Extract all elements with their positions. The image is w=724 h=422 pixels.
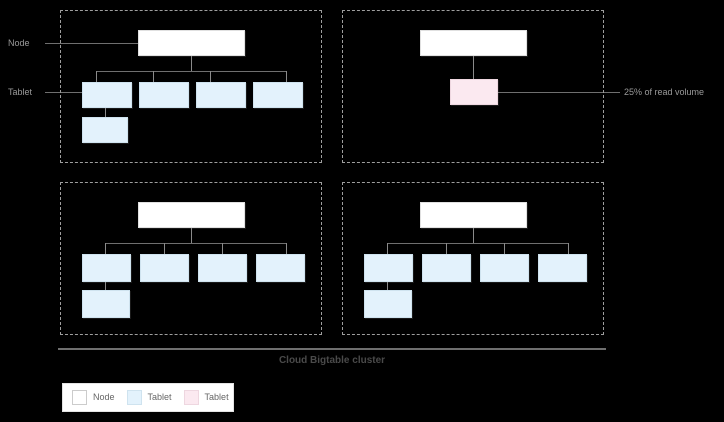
connector-drop-tl-1 <box>96 71 97 82</box>
tablet-box-bl-3[interactable] <box>198 254 247 282</box>
legend: Node Tablet Tablet <box>62 383 234 412</box>
connector-drop-br-5 <box>387 282 388 290</box>
tablet-box-br-3[interactable] <box>480 254 529 282</box>
tablet-box-bl-5[interactable] <box>82 290 130 318</box>
hot-tablet-box-tr[interactable] <box>450 79 498 105</box>
connector-bus-tl <box>96 71 286 72</box>
legend-label-node: Node <box>93 392 115 402</box>
cluster-brace-rule <box>58 348 606 350</box>
tablet-annotation-leader <box>45 92 82 93</box>
connector-drop-br-2 <box>446 243 447 254</box>
tablet-box-tl-4[interactable] <box>253 82 303 108</box>
read-volume-label: 25% of read volume <box>624 87 705 97</box>
connector-bus-br <box>387 243 568 244</box>
node-box-tl[interactable] <box>138 30 245 56</box>
cluster-caption: Cloud Bigtable cluster <box>278 355 386 366</box>
tablet-box-tl-3[interactable] <box>196 82 246 108</box>
tablet-box-br-4[interactable] <box>538 254 587 282</box>
connector-bus-bl <box>105 243 286 244</box>
connector-drop-tl-2 <box>153 71 154 82</box>
connector-drop-tl-3 <box>210 71 211 82</box>
tablet-box-br-2[interactable] <box>422 254 471 282</box>
quadrant-top-right <box>342 10 604 163</box>
quadrant-bottom-left <box>60 182 322 335</box>
connector-drop-bl-4 <box>286 243 287 254</box>
legend-label-tablet-blue: Tablet <box>147 392 172 402</box>
tablet-box-br-5[interactable] <box>364 290 412 318</box>
connector-drop-br-1 <box>387 243 388 254</box>
connector-drop-bl-3 <box>222 243 223 254</box>
legend-item-tablet-blue: Tablet <box>126 390 172 405</box>
connector-drop-bl-1 <box>105 243 106 254</box>
legend-swatch-node <box>72 390 87 405</box>
connector-drop-bl-5 <box>105 282 106 290</box>
quadrant-bottom-right <box>342 182 604 335</box>
connector-node-drop-tl <box>191 56 192 71</box>
connector-node-drop-tr <box>473 56 474 79</box>
node-box-bl[interactable] <box>138 202 245 228</box>
legend-label-tablet-pink: Tablet <box>204 392 229 402</box>
node-annotation-leader <box>45 43 138 44</box>
node-box-br[interactable] <box>420 202 527 228</box>
connector-node-drop-bl <box>191 228 192 243</box>
legend-swatch-tablet-blue <box>126 390 142 405</box>
tablet-annotation-label: Tablet <box>8 87 33 97</box>
connector-node-drop-br <box>473 228 474 243</box>
tablet-box-br-1[interactable] <box>364 254 413 282</box>
connector-drop-tl-5 <box>105 108 106 117</box>
legend-item-node: Node <box>72 390 115 405</box>
read-volume-leader <box>498 92 620 93</box>
tablet-box-tl-5[interactable] <box>82 117 128 143</box>
connector-drop-bl-2 <box>164 243 165 254</box>
tablet-box-bl-1[interactable] <box>82 254 131 282</box>
node-box-tr[interactable] <box>420 30 527 56</box>
tablet-box-tl-1[interactable] <box>82 82 132 108</box>
legend-swatch-tablet-pink <box>183 390 199 405</box>
connector-drop-br-4 <box>568 243 569 254</box>
connector-drop-tl-4 <box>286 71 287 82</box>
tablet-box-tl-2[interactable] <box>139 82 189 108</box>
tablet-box-bl-2[interactable] <box>140 254 189 282</box>
tablet-box-bl-4[interactable] <box>256 254 305 282</box>
legend-item-tablet-pink: Tablet <box>183 390 229 405</box>
connector-drop-br-3 <box>504 243 505 254</box>
quadrant-top-left <box>60 10 322 163</box>
node-annotation-label: Node <box>8 38 30 48</box>
